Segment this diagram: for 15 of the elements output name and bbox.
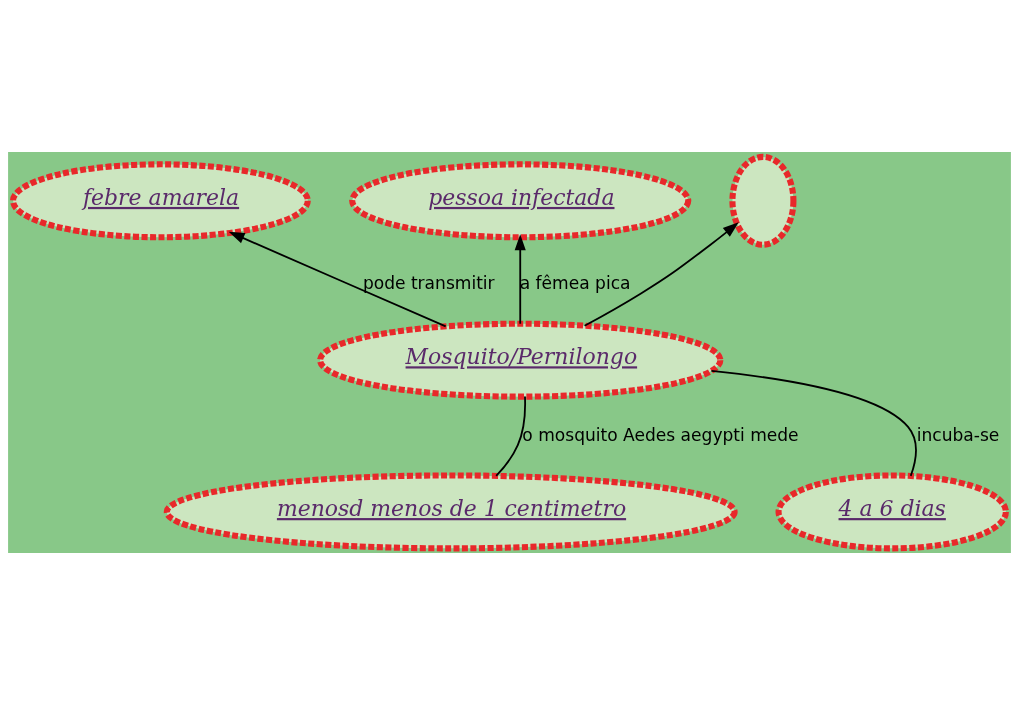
node-ellipse: febre amarela xyxy=(10,160,311,240)
arrow xyxy=(583,221,739,327)
edge-label: a fêmea pica xyxy=(519,272,631,293)
arrow xyxy=(514,233,526,325)
edge-label: pode transmitir xyxy=(362,272,495,293)
connector xyxy=(710,369,917,477)
connector xyxy=(495,395,527,477)
arrow xyxy=(228,231,447,327)
edge-label: incuba-se xyxy=(916,424,1000,445)
edge-label: o mosquito Aedes aegypti mede xyxy=(522,424,799,445)
node-ellipse: menosd menos de 1 centimetro xyxy=(163,471,738,551)
node-ellipse: 4 a 6 dias xyxy=(775,471,1009,551)
node-ellipse xyxy=(729,153,797,248)
node-ellipse: pessoa infectada xyxy=(349,160,692,240)
node-ellipse: Mosquito/Pernilongo xyxy=(317,320,724,400)
